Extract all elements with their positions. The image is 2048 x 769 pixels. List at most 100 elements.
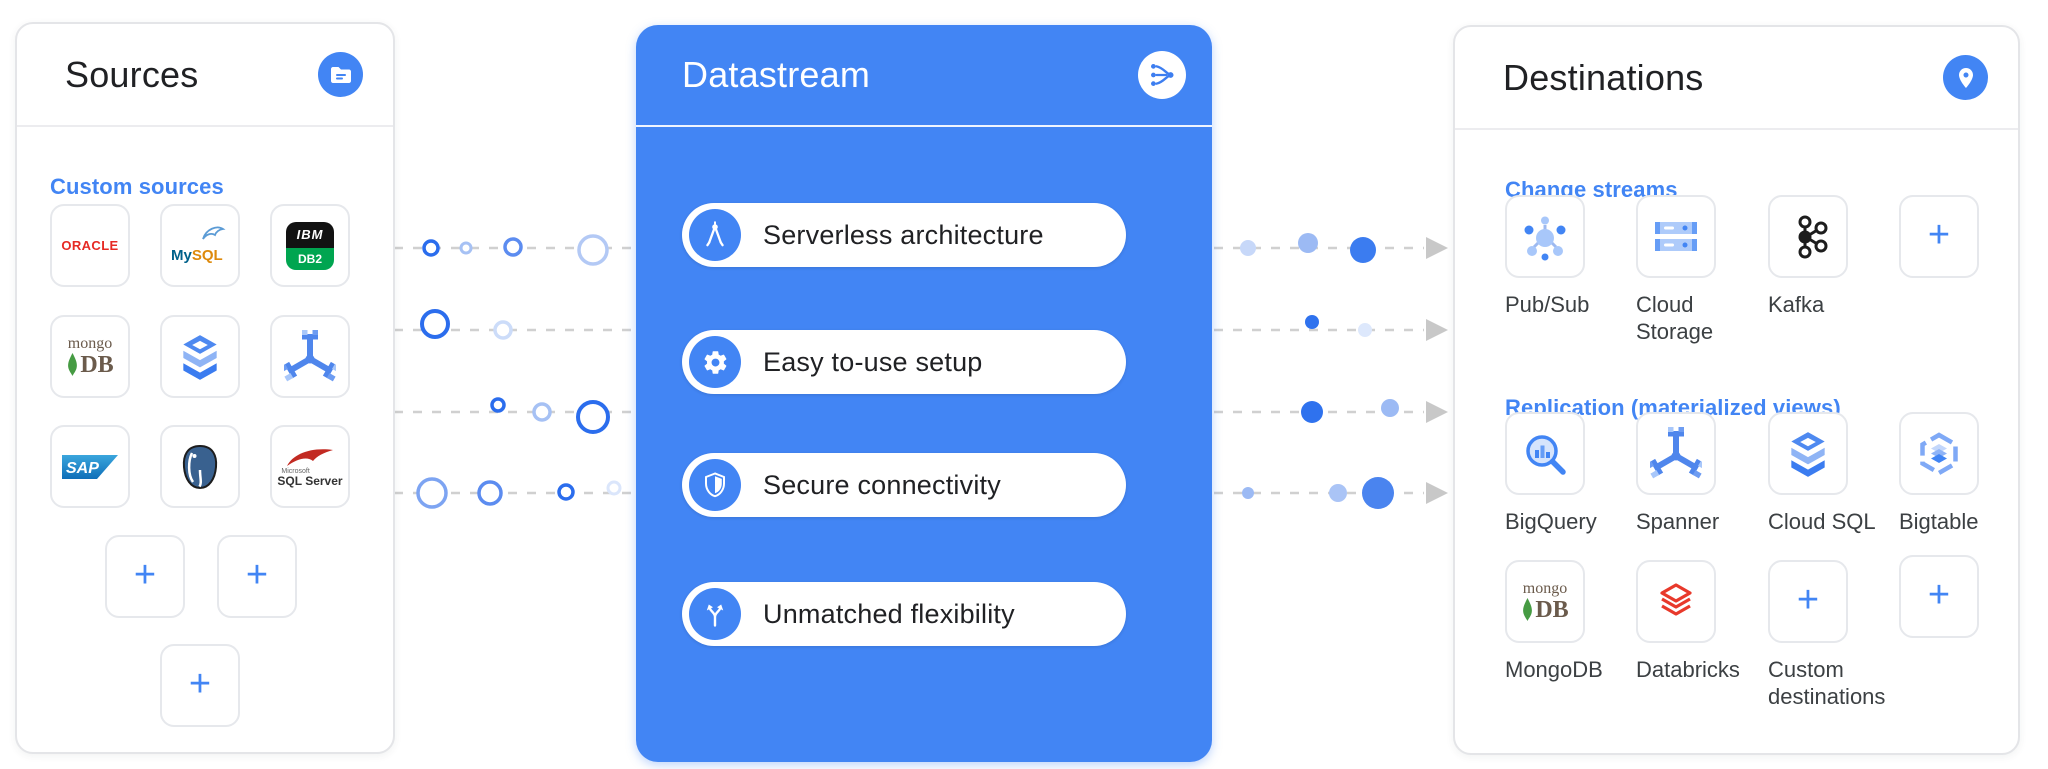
add-source-button[interactable]: +	[217, 535, 297, 618]
spanner-icon	[284, 329, 336, 381]
folder-icon	[318, 52, 363, 97]
feature-pill-easy-setup: Easy to-use setup	[682, 330, 1126, 394]
feature-pill-serverless: Serverless architecture	[682, 203, 1126, 267]
mongodb-logo-mongo: mongo	[67, 335, 113, 352]
destination-tile-spanner	[1636, 412, 1716, 495]
pubsub-icon	[1524, 216, 1566, 260]
tile-label-databricks: Databricks	[1636, 657, 1740, 682]
mongodb-logo: mongo DB	[66, 335, 114, 378]
source-tile-oracle: ORACLE	[50, 204, 130, 287]
tile-label-custom-destinations: Custom destinations	[1768, 657, 1886, 709]
sources-header: Sources	[17, 24, 393, 127]
add-custom-destination-button[interactable]: +	[1768, 560, 1848, 643]
destination-tile-mongodb: mongo DB	[1505, 560, 1585, 643]
oracle-logo: ORACLE	[61, 238, 119, 253]
feature-label: Easy to-use setup	[763, 346, 983, 377]
custom-sources-label: Custom sources	[50, 174, 224, 199]
gear-icon	[689, 336, 741, 388]
mongodb-logo-db: DB	[80, 352, 114, 378]
destinations-title: Destinations	[1503, 56, 1704, 98]
cloud-sql-icon	[183, 334, 217, 380]
mongodb-leaf-icon	[1523, 598, 1533, 621]
cloud-storage-icon	[1655, 221, 1697, 251]
mysql-logo-my: My	[171, 246, 192, 264]
feature-label: Secure connectivity	[763, 469, 1001, 500]
databricks-icon	[1660, 582, 1692, 616]
tile-label-cloud-storage: Cloud Storage	[1636, 292, 1714, 344]
source-tile-sap: SAP	[50, 425, 130, 508]
plus-icon: +	[245, 554, 269, 596]
sql-server-logo: Microsoft SQL Server	[277, 446, 343, 488]
mysql-logo: MySQL	[169, 222, 231, 270]
add-source-button[interactable]: +	[105, 535, 185, 618]
plus-icon: +	[188, 663, 212, 705]
destination-tile-cloud-sql	[1768, 412, 1848, 495]
destinations-panel: Destinations Change streams	[1453, 25, 2020, 755]
feature-label: Serverless architecture	[763, 219, 1044, 250]
flow-arrowheads	[1426, 237, 1448, 504]
source-tile-postgresql	[160, 425, 240, 508]
tile-label-bigquery: BigQuery	[1505, 509, 1597, 534]
postgresql-elephant-icon	[182, 444, 218, 489]
plus-icon: +	[1927, 574, 1951, 616]
tile-label-spanner: Spanner	[1636, 509, 1720, 534]
feature-pill-secure: Secure connectivity	[682, 453, 1126, 517]
location-pin-icon	[1943, 55, 1988, 100]
kafka-icon	[1798, 215, 1828, 258]
tile-label-mongodb: MongoDB	[1505, 657, 1603, 682]
datastream-logo-icon	[1138, 51, 1186, 99]
sources-title: Sources	[65, 53, 199, 95]
mysql-dolphin-icon	[202, 226, 226, 240]
source-tile-spanner	[270, 315, 350, 398]
sources-panel: Sources Custom sources ORACLE MySQL IBM …	[15, 22, 395, 754]
ibm-db2-logo: IBM DB2	[286, 221, 334, 270]
feature-pill-flexibility: Unmatched flexibility	[682, 582, 1126, 646]
datastream-title: Datastream	[682, 54, 871, 95]
add-source-button[interactable]: +	[160, 644, 240, 727]
tile-label-bigtable: Bigtable	[1899, 509, 1979, 534]
sql-server-swoosh-icon	[287, 449, 333, 466]
destination-tile-databricks	[1636, 560, 1716, 643]
plus-icon: +	[133, 554, 157, 596]
mongodb-leaf-icon	[68, 353, 78, 376]
feature-label: Unmatched flexibility	[763, 598, 1015, 629]
plus-icon: +	[1796, 579, 1820, 621]
source-tile-mongodb: mongo DB	[50, 315, 130, 398]
destination-tile-bigquery	[1505, 412, 1585, 495]
flow-dots-right	[1240, 233, 1399, 509]
destinations-header: Destinations	[1455, 27, 2018, 130]
bigtable-icon	[1920, 431, 1958, 476]
mongodb-logo-db: DB	[1535, 597, 1569, 623]
spanner-icon	[1650, 426, 1702, 478]
destination-tile-cloud-storage	[1636, 195, 1716, 278]
db2-logo-text: DB2	[286, 248, 334, 270]
datastream-panel: Datastream	[636, 25, 1212, 762]
sql-server-name-text: SQL Server	[277, 474, 343, 488]
sap-logo-text: SAP	[66, 460, 99, 477]
tile-label-cloud-sql: Cloud SQL	[1768, 509, 1876, 534]
plus-icon: +	[1927, 214, 1951, 256]
source-tile-sql-server: Microsoft SQL Server	[270, 425, 350, 508]
tile-label-kafka: Kafka	[1768, 292, 1825, 317]
tile-label-pubsub: Pub/Sub	[1505, 292, 1590, 317]
datastream-header: Datastream	[636, 25, 1212, 127]
compass-icon	[689, 209, 741, 261]
mongodb-logo: mongo DB	[1521, 580, 1569, 623]
add-destination-button[interactable]: +	[1899, 195, 1979, 278]
bigquery-icon	[1526, 434, 1566, 475]
fork-arrows-icon	[689, 588, 741, 640]
cloud-sql-icon	[1791, 431, 1825, 477]
add-destination-button[interactable]: +	[1899, 555, 1979, 638]
destination-tile-kafka	[1768, 195, 1848, 278]
source-tile-mysql: MySQL	[160, 204, 240, 287]
source-tile-ibm-db2: IBM DB2	[270, 204, 350, 287]
sap-logo: SAP	[62, 454, 118, 479]
shield-icon	[689, 459, 741, 511]
ibm-logo-text: IBM	[286, 221, 334, 249]
mongodb-logo-mongo: mongo	[1522, 580, 1568, 597]
mysql-logo-sql: SQL	[191, 246, 223, 264]
destination-tile-pubsub	[1505, 195, 1585, 278]
source-tile-cloud-sql	[160, 315, 240, 398]
sql-server-microsoft-text: Microsoft	[281, 468, 310, 475]
